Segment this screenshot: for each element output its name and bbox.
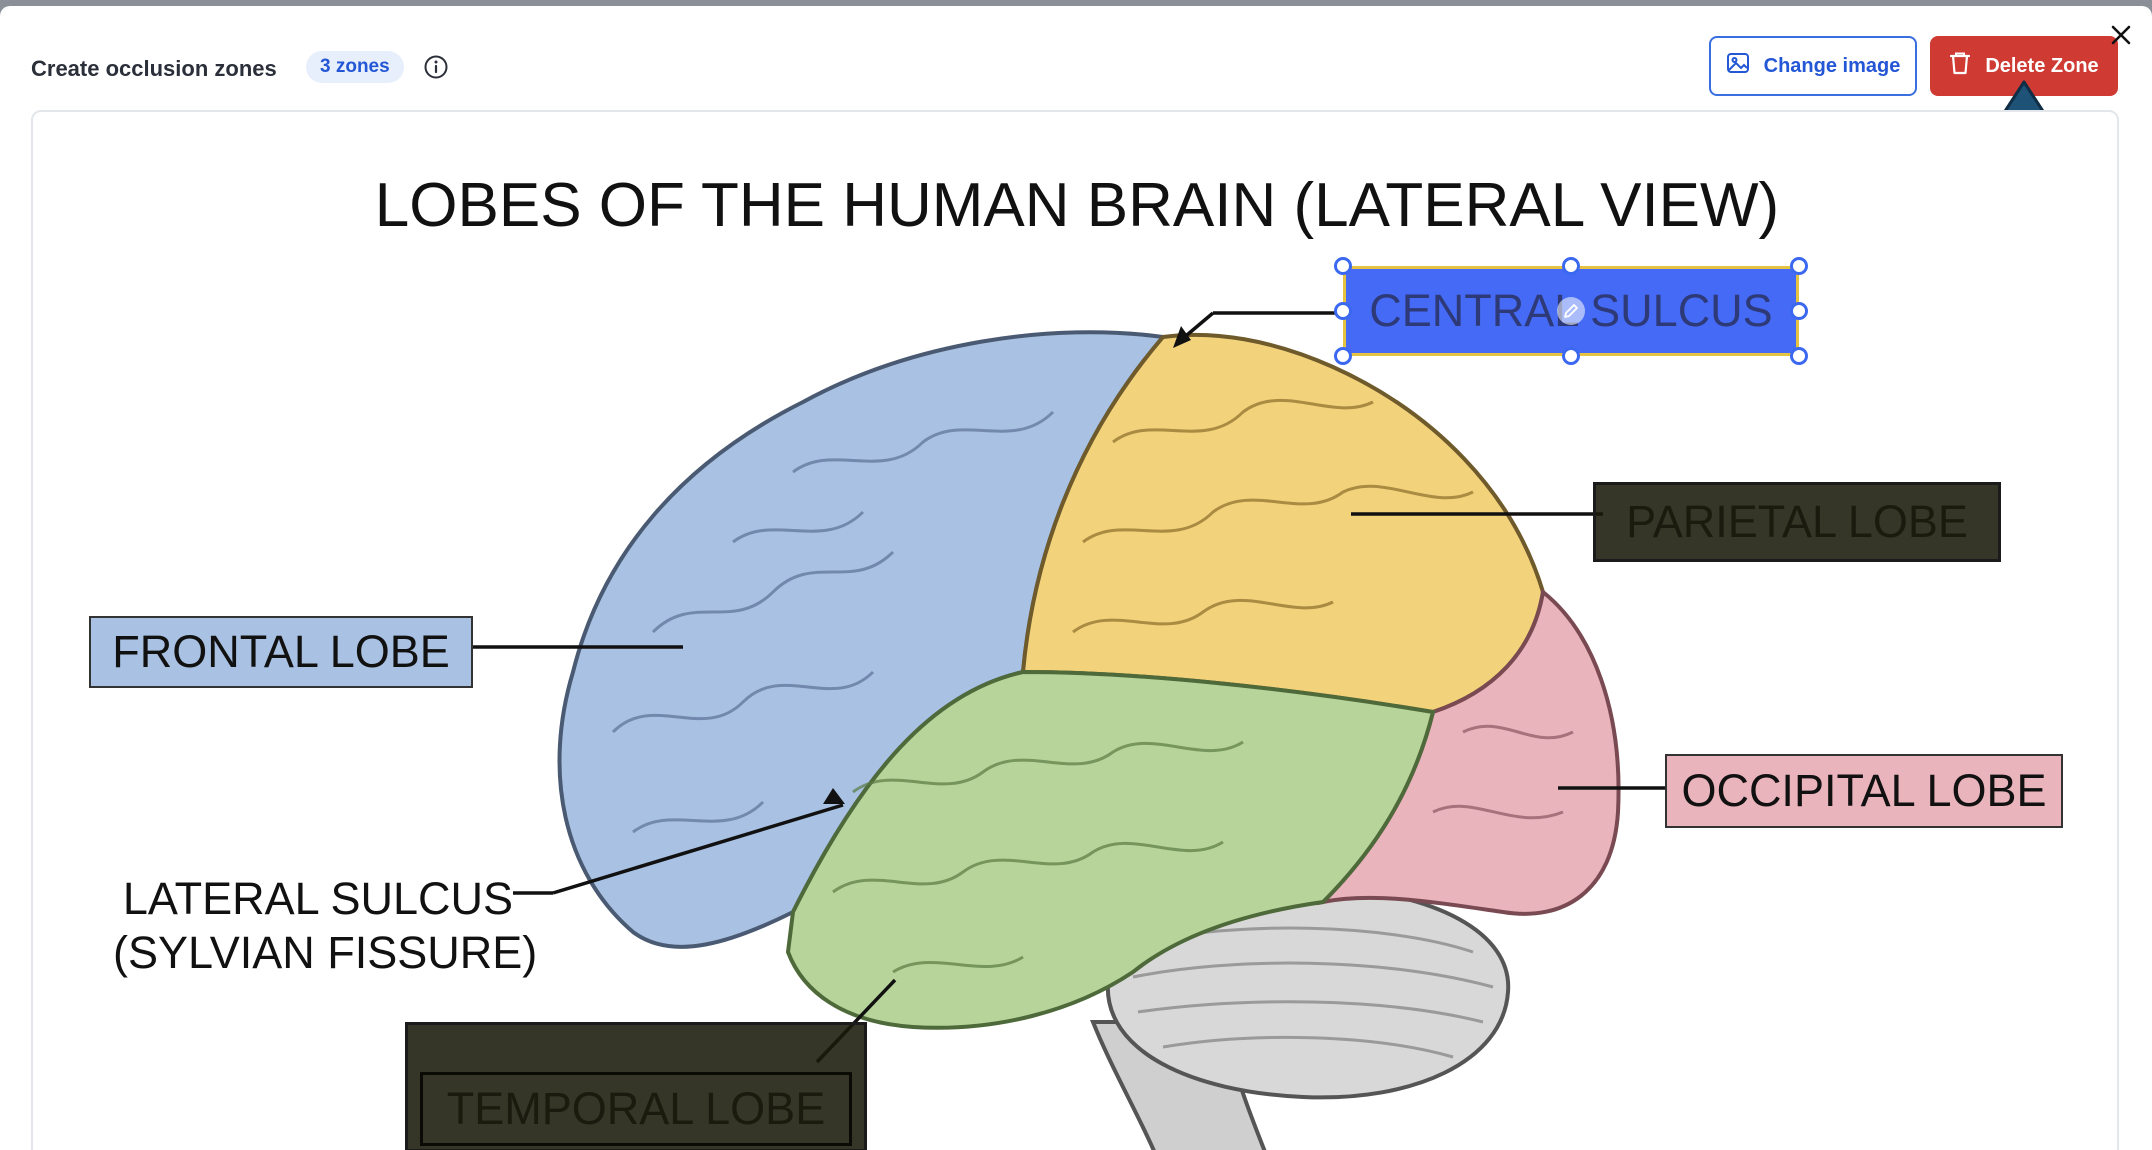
- image-icon: [1726, 51, 1750, 81]
- info-icon[interactable]: [423, 54, 449, 80]
- edit-zone-button[interactable]: [1557, 297, 1585, 325]
- modal-header: Create occlusion zones 3 zones Change im…: [0, 6, 2152, 116]
- resize-handle-top-center[interactable]: [1562, 257, 1580, 275]
- resize-handle-bottom-right[interactable]: [1790, 347, 1808, 365]
- close-icon: [2111, 25, 2131, 45]
- modal-title: Create occlusion zones: [31, 56, 277, 81]
- change-image-button[interactable]: Change image: [1709, 36, 1917, 96]
- close-button[interactable]: [2106, 20, 2136, 50]
- occlusion-zone-temporal[interactable]: TEMPORAL LOBE: [405, 1022, 867, 1150]
- temporal-lobe-label: TEMPORAL LOBE: [419, 1072, 853, 1146]
- resize-handle-middle-left[interactable]: [1334, 302, 1352, 320]
- occlusion-modal: Create occlusion zones 3 zones Change im…: [0, 6, 2152, 1150]
- diagram-title: LOBES OF THE HUMAN BRAIN (LATERAL VIEW): [374, 171, 1780, 240]
- occipital-lobe-label: OCCIPITAL LOBE: [1665, 754, 2063, 828]
- resize-handle-top-right[interactable]: [1790, 257, 1808, 275]
- change-image-label: Change image: [1763, 54, 1901, 77]
- resize-handle-middle-right[interactable]: [1790, 302, 1808, 320]
- lateral-sulcus-line-2: (SYLVIAN FISSURE): [113, 927, 538, 978]
- resize-handle-top-left[interactable]: [1334, 257, 1352, 275]
- resize-handle-bottom-left[interactable]: [1334, 347, 1352, 365]
- image-canvas[interactable]: LOBES OF THE HUMAN BRAIN (LATERAL VIEW) …: [31, 110, 2119, 1150]
- trash-icon: [1949, 51, 1971, 81]
- pencil-icon: [1564, 304, 1578, 318]
- brain-diagram-image: [473, 311, 1665, 1150]
- zone-count-badge: 3 zones: [306, 51, 404, 83]
- frontal-lobe-label: FRONTAL LOBE: [89, 616, 473, 688]
- lateral-sulcus-line-1: LATERAL SULCUS: [122, 873, 513, 924]
- lateral-sulcus-label: LATERAL SULCUS (SYLVIAN FISSURE): [113, 872, 538, 980]
- occlusion-zone-parietal[interactable]: PARIETAL LOBE: [1593, 482, 2001, 562]
- delete-zone-label: Delete Zone: [1985, 54, 2099, 77]
- resize-handle-bottom-center[interactable]: [1562, 347, 1580, 365]
